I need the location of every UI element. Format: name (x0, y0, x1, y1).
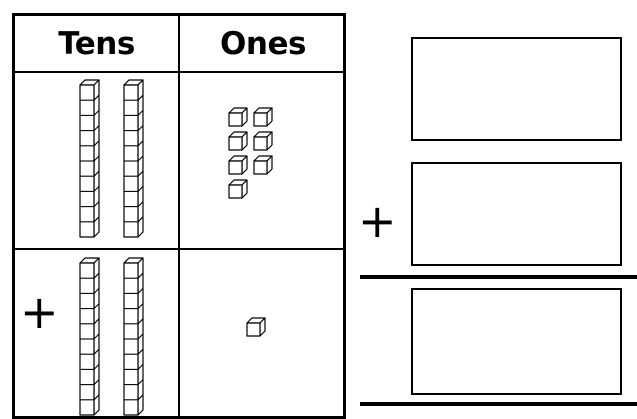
bottom-line (360, 402, 637, 406)
column-divider (178, 16, 180, 416)
unit-cube-row1-1 (228, 107, 248, 127)
tens-header: Tens (58, 25, 135, 62)
tens-rod-row2-2 (123, 257, 144, 416)
plus-sign-table: + (20, 285, 59, 339)
answer-box-sum[interactable] (411, 288, 622, 395)
unit-cube-row2-1 (246, 317, 266, 337)
ones-header: Ones (220, 25, 306, 62)
sum-line (360, 275, 637, 279)
unit-cube-row1-7 (228, 179, 248, 199)
unit-cube-row1-6 (253, 155, 273, 175)
unit-cube-row1-3 (228, 131, 248, 151)
header-divider (15, 71, 343, 73)
tens-rod-row1-1 (79, 79, 100, 238)
unit-cube-row1-5 (228, 155, 248, 175)
unit-cube-row1-4 (253, 131, 273, 151)
row-divider (15, 248, 343, 250)
tens-rod-row2-1 (79, 257, 100, 416)
unit-cube-row1-2 (253, 107, 273, 127)
place-value-table: Tens Ones (12, 13, 346, 419)
answer-box-first-addend[interactable] (411, 37, 622, 141)
plus-sign-answer: + (358, 194, 397, 248)
answer-box-second-addend[interactable] (411, 162, 622, 266)
tens-rod-row1-2 (123, 79, 144, 238)
